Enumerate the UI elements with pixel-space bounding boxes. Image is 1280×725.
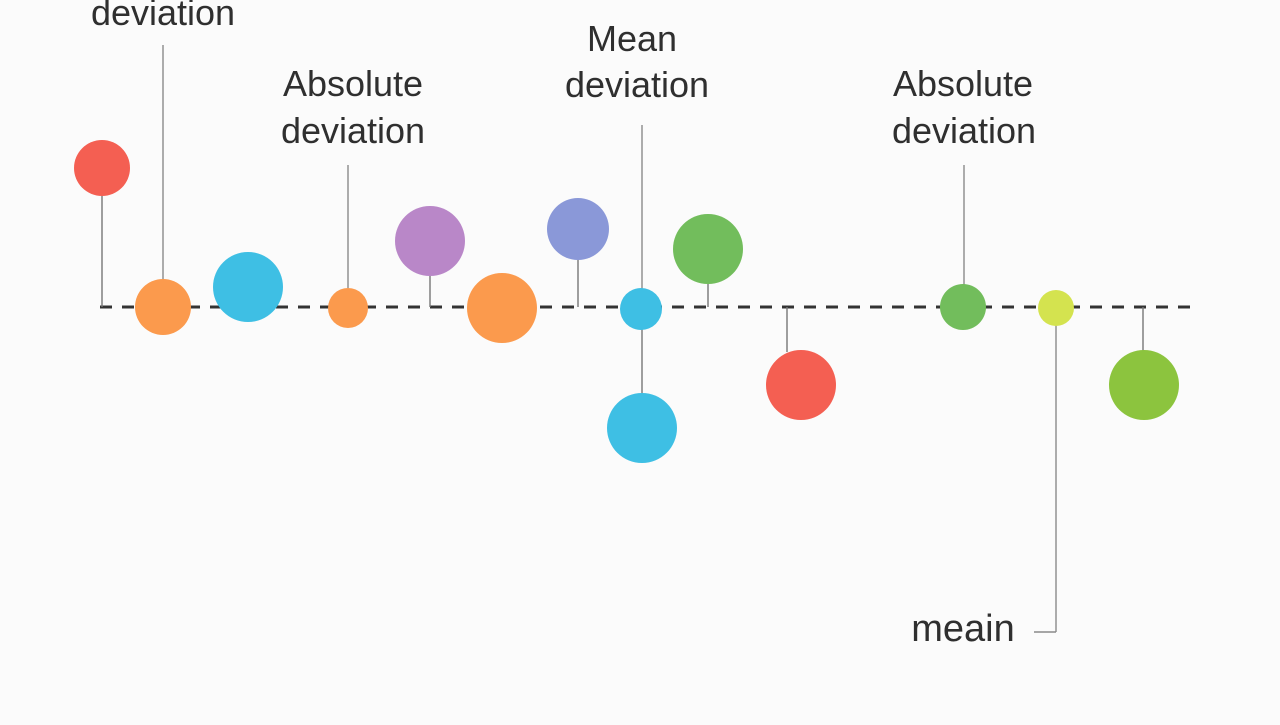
point-10 bbox=[673, 214, 743, 284]
deviation-stems bbox=[101, 196, 1144, 396]
label-leaders bbox=[162, 45, 1057, 633]
data-points bbox=[74, 140, 1179, 463]
label-absolute-2-line2: deviation bbox=[892, 110, 1036, 151]
labels: deviation Absolute deviation Mean deviat… bbox=[91, 0, 1036, 650]
point-4 bbox=[328, 288, 368, 328]
label-absolute-1-line1: Absolute bbox=[283, 63, 423, 104]
point-13 bbox=[1038, 290, 1074, 326]
point-9 bbox=[607, 393, 677, 463]
point-12 bbox=[940, 284, 986, 330]
mean-label: meain bbox=[911, 608, 1015, 650]
point-2 bbox=[135, 279, 191, 335]
point-11 bbox=[766, 350, 836, 420]
point-5 bbox=[395, 206, 465, 276]
point-8 bbox=[620, 288, 662, 330]
point-6 bbox=[467, 273, 537, 343]
point-3 bbox=[213, 252, 283, 322]
label-deviation-top: deviation bbox=[91, 0, 235, 33]
label-absolute-2-line1: Absolute bbox=[893, 63, 1033, 104]
point-7 bbox=[547, 198, 609, 260]
point-1 bbox=[74, 140, 130, 196]
label-absolute-1-line2: deviation bbox=[281, 110, 425, 151]
label-mean-deviation-line1: Mean bbox=[587, 18, 677, 59]
point-14 bbox=[1109, 350, 1179, 420]
label-mean-deviation-line2: deviation bbox=[565, 64, 709, 105]
